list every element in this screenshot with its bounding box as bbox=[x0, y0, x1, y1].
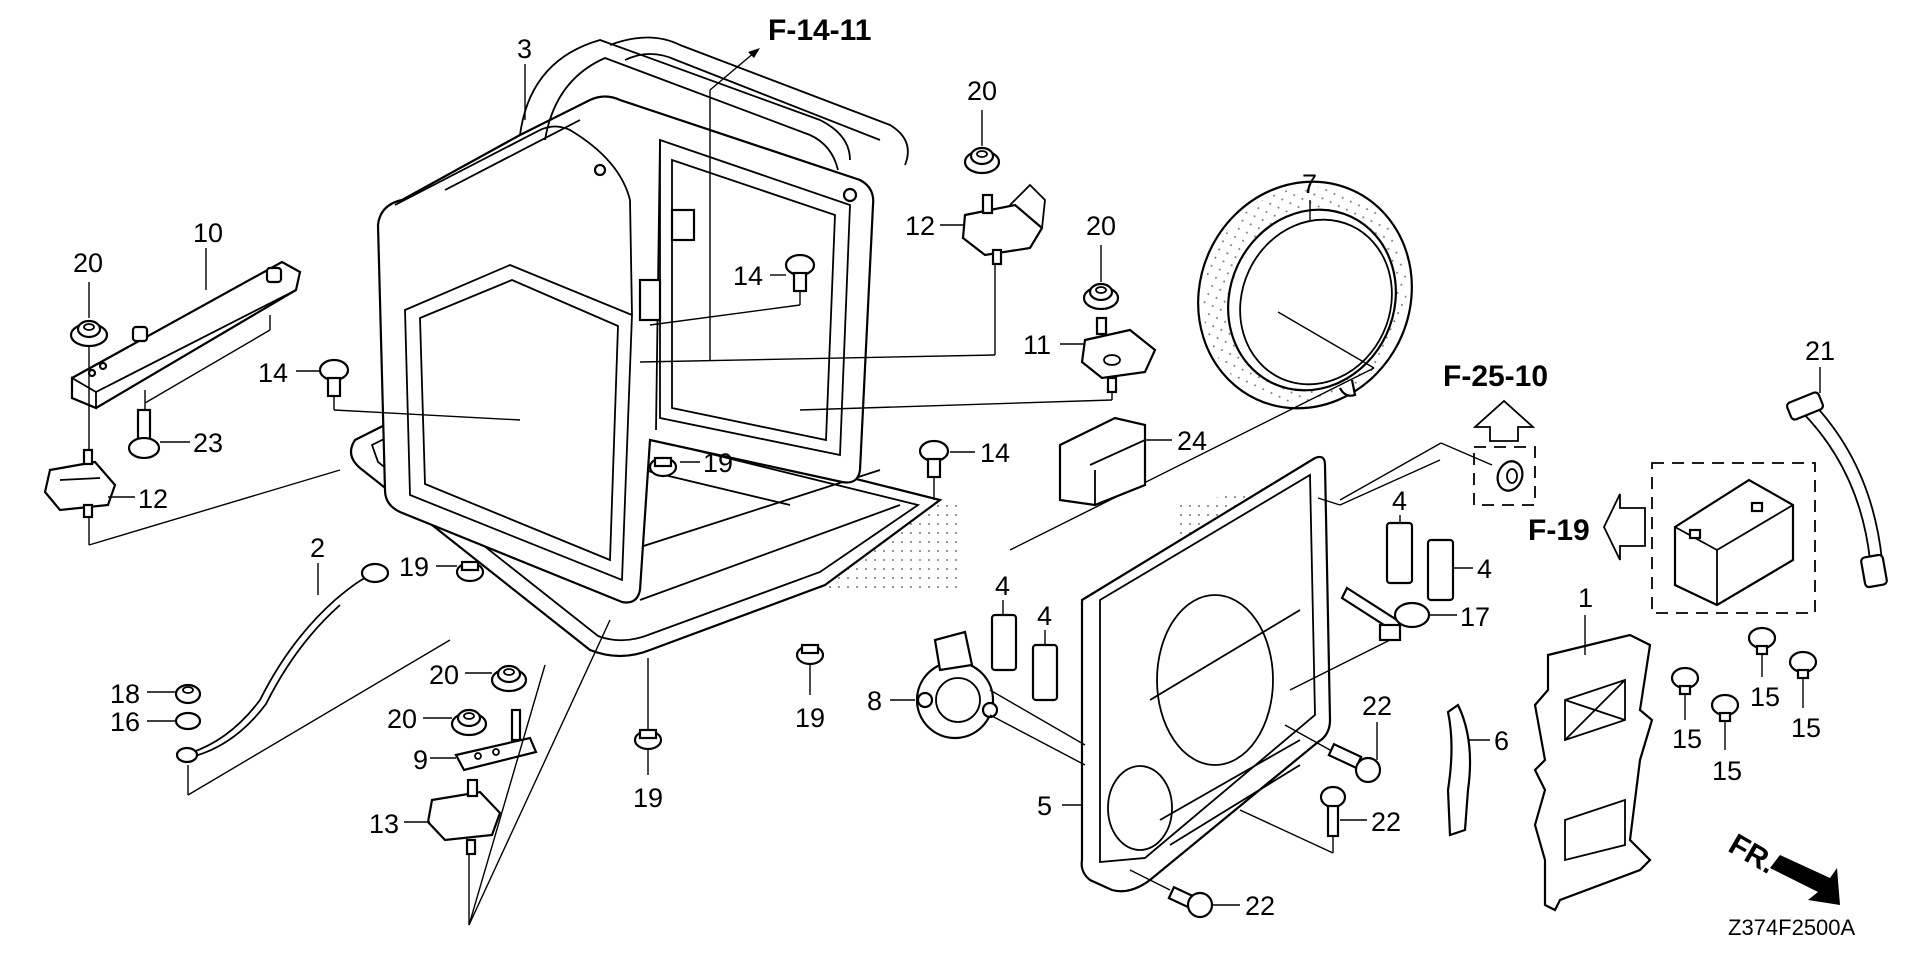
callout-10: 10 bbox=[193, 218, 223, 248]
cover-24[interactable] bbox=[1058, 416, 1147, 507]
callout-22a: 22 bbox=[1362, 691, 1392, 721]
callout-6: 6 bbox=[1494, 726, 1509, 756]
callout-20a: 20 bbox=[73, 248, 103, 278]
callout-22c: 22 bbox=[1245, 891, 1275, 921]
callout-8: 8 bbox=[867, 686, 882, 716]
grommet-14a[interactable] bbox=[784, 253, 816, 293]
f14-11-arrow-icon bbox=[709, 48, 760, 360]
bracket-8[interactable] bbox=[915, 630, 999, 740]
callout-4a: 4 bbox=[1392, 486, 1407, 516]
nut-f25-10[interactable] bbox=[1494, 458, 1527, 494]
strip-6[interactable] bbox=[1446, 703, 1472, 837]
callout-19a: 19 bbox=[703, 448, 733, 478]
flange-nut-20e[interactable] bbox=[450, 708, 488, 737]
grommet-15d[interactable] bbox=[1788, 650, 1818, 680]
f25-10-arrow-icon bbox=[1472, 399, 1536, 442]
bolt-22a[interactable] bbox=[1327, 742, 1382, 784]
battery-group-box bbox=[1651, 462, 1816, 614]
callout-14a: 14 bbox=[733, 261, 763, 291]
flange-nut-20d[interactable] bbox=[490, 664, 528, 693]
plate-9[interactable] bbox=[454, 708, 538, 772]
bolt-23[interactable] bbox=[127, 408, 161, 460]
callout-20d: 20 bbox=[429, 660, 459, 690]
ground-cable-2[interactable] bbox=[175, 562, 390, 764]
callout-16: 16 bbox=[110, 707, 140, 737]
block-4a[interactable] bbox=[1385, 521, 1414, 585]
rubber-mount-11[interactable] bbox=[1080, 316, 1157, 394]
nut-19d[interactable] bbox=[633, 728, 663, 751]
bracket-part-10[interactable] bbox=[70, 260, 302, 410]
callout-21: 21 bbox=[1805, 336, 1835, 366]
rubber-mount-12b[interactable] bbox=[961, 183, 1046, 266]
callout-19d: 19 bbox=[633, 783, 663, 813]
block-4b[interactable] bbox=[1426, 538, 1455, 602]
callout-15d: 15 bbox=[1791, 713, 1821, 743]
f25-10-group-box bbox=[1473, 446, 1536, 506]
callout-12a: 12 bbox=[138, 484, 168, 514]
f19-arrow-icon bbox=[1602, 493, 1646, 561]
bolt-22c[interactable] bbox=[1167, 885, 1214, 919]
callout-15c: 15 bbox=[1750, 682, 1780, 712]
callout-3: 3 bbox=[517, 34, 532, 64]
cable-tie-17[interactable] bbox=[1340, 586, 1431, 642]
callout-24: 24 bbox=[1177, 426, 1207, 456]
callout-4d: 4 bbox=[1037, 601, 1052, 631]
callout-14b: 14 bbox=[258, 358, 288, 388]
block-4d[interactable] bbox=[1031, 643, 1059, 702]
grommet-15b[interactable] bbox=[1710, 693, 1740, 723]
callout-19c: 19 bbox=[795, 703, 825, 733]
callout-20b: 20 bbox=[967, 76, 997, 106]
front-indicator-label: FR. bbox=[1723, 828, 1781, 881]
flange-nut-20c[interactable] bbox=[1082, 282, 1120, 311]
front-direction-arrow-icon bbox=[1770, 855, 1840, 905]
callout-5: 5 bbox=[1037, 791, 1052, 821]
battery[interactable] bbox=[1673, 478, 1795, 607]
callout-7: 7 bbox=[1302, 169, 1317, 199]
callout-14c: 14 bbox=[980, 438, 1010, 468]
callout-20e: 20 bbox=[387, 704, 417, 734]
callout-15a: 15 bbox=[1672, 724, 1702, 754]
callout-12b: 12 bbox=[905, 211, 935, 241]
callout-13: 13 bbox=[369, 809, 399, 839]
callout-15b: 15 bbox=[1712, 756, 1742, 786]
callout-20c: 20 bbox=[1086, 211, 1116, 241]
callout-1: 1 bbox=[1578, 583, 1593, 613]
callout-4c: 4 bbox=[995, 571, 1010, 601]
nut-19c[interactable] bbox=[795, 643, 825, 666]
seal-ring-7[interactable] bbox=[1161, 146, 1449, 443]
callout-9: 9 bbox=[413, 745, 428, 775]
callout-11: 11 bbox=[1023, 330, 1051, 360]
callout-19b: 19 bbox=[399, 552, 429, 582]
battery-strap-21[interactable] bbox=[1785, 391, 1888, 589]
nut-19b[interactable] bbox=[455, 560, 485, 583]
grommet-14c[interactable] bbox=[918, 439, 950, 479]
rubber-mount-13[interactable] bbox=[426, 778, 502, 856]
block-4c[interactable] bbox=[990, 613, 1018, 672]
flange-nut-20b[interactable] bbox=[963, 146, 1001, 175]
panel-5[interactable] bbox=[1080, 455, 1332, 893]
ref-label-f14-11[interactable]: F-14-11 bbox=[768, 14, 871, 47]
grommet-15c[interactable] bbox=[1747, 626, 1777, 656]
flange-nut-20a[interactable] bbox=[69, 319, 109, 348]
nut-19a[interactable] bbox=[648, 456, 678, 478]
rubber-mount-12a[interactable] bbox=[43, 448, 117, 519]
grommet-15a[interactable] bbox=[1670, 666, 1700, 696]
washer-16[interactable] bbox=[174, 711, 202, 731]
guard-1[interactable] bbox=[1533, 633, 1654, 912]
frame-part[interactable] bbox=[349, 36, 960, 658]
callout-4b: 4 bbox=[1477, 554, 1492, 584]
callout-2: 2 bbox=[310, 533, 325, 563]
bolt-22b[interactable] bbox=[1319, 785, 1347, 838]
nut-18[interactable] bbox=[174, 683, 202, 705]
callout-18: 18 bbox=[110, 679, 140, 709]
ref-label-f25-10[interactable]: F-25-10 bbox=[1443, 360, 1548, 393]
grommet-14b[interactable] bbox=[318, 358, 350, 398]
ref-label-f19[interactable]: F-19 bbox=[1528, 514, 1590, 547]
callout-22b: 22 bbox=[1371, 807, 1401, 837]
diagram-code: Z374F2500A bbox=[1728, 915, 1856, 940]
callout-23: 23 bbox=[193, 428, 223, 458]
callout-17: 17 bbox=[1460, 602, 1490, 632]
